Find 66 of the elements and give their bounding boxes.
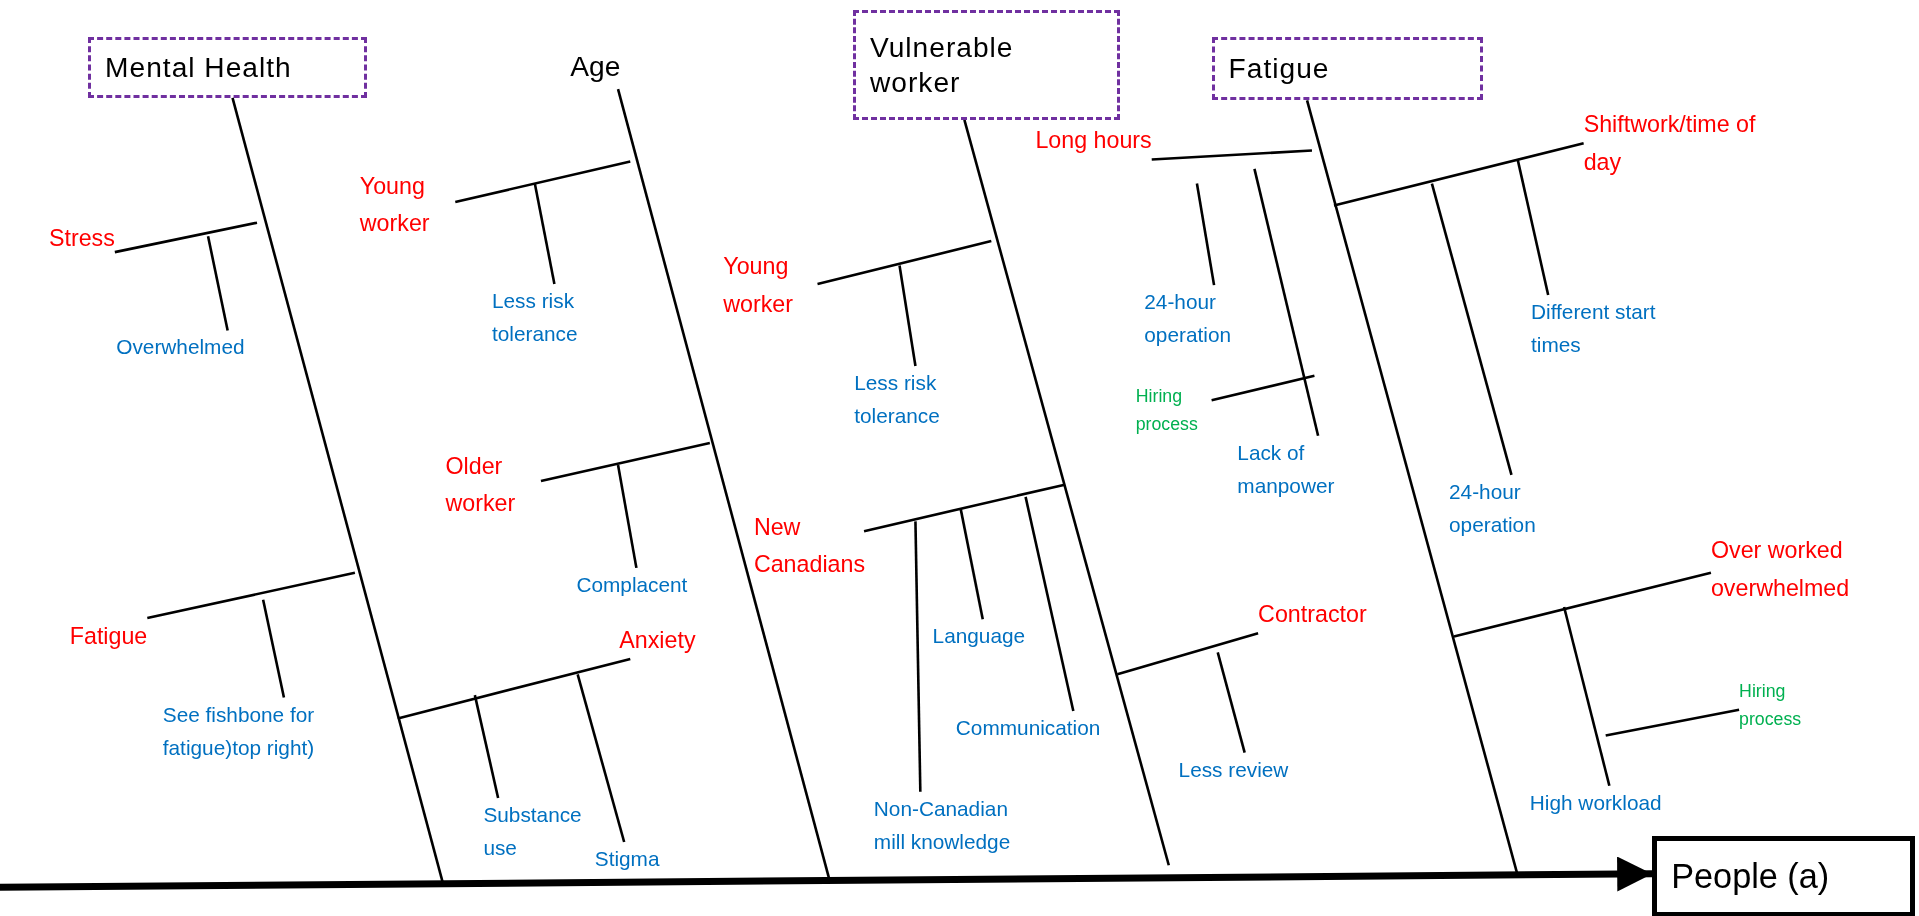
bone-line (1117, 631, 1259, 676)
sub-cause-label: Overwhelmed (116, 330, 245, 364)
sub-cause-label: Lack of manpower (1237, 435, 1360, 503)
cause-label: Long hours (1035, 122, 1152, 160)
effect-box: People (a) (1652, 835, 1916, 916)
sub-cause-label: Less review (1178, 752, 1289, 786)
bone-line (1216, 651, 1246, 753)
bone-line (454, 160, 631, 204)
cause-label: Stress (48, 220, 115, 258)
sub-cause-label: Stigma (594, 842, 660, 876)
bone-line (963, 119, 1171, 866)
sub-cause-label: Less risk tolerance (854, 365, 965, 433)
sub-cause-label: Language (932, 619, 1026, 653)
cause-label: New Canadians (753, 509, 877, 584)
bone-line (1211, 374, 1315, 402)
bone-line (1430, 183, 1513, 476)
category-box: Mental Health (88, 36, 368, 98)
bone-line (473, 694, 500, 799)
sub-cause-label: 24-hour operation (1449, 474, 1560, 542)
bone-line (914, 521, 922, 792)
note-label: Hiring process (1135, 381, 1212, 439)
cause-label: Anxiety (619, 621, 696, 659)
sub-cause-label: Substance use (483, 797, 594, 865)
bone-line (898, 265, 917, 367)
bone-line (1516, 158, 1550, 296)
bone-line (1453, 571, 1712, 638)
sub-cause-label: Complacent (576, 567, 688, 602)
bone-line (1195, 183, 1216, 286)
spine-arrow (0, 856, 1653, 892)
bone-line (147, 571, 356, 620)
cause-label: Over worked overwhelmed (1710, 532, 1895, 607)
bone-line (576, 674, 626, 843)
cause-label: Young worker (723, 248, 822, 323)
bone-line (817, 239, 992, 286)
bone-line (206, 235, 229, 331)
sub-cause-label: Non-Canadian mill knowledge (873, 791, 1033, 859)
sub-cause-label: 24-hour operation (1144, 285, 1255, 352)
bone-line (1024, 496, 1075, 712)
bone-line (1605, 708, 1740, 737)
category-label: Age (570, 44, 621, 90)
sub-cause-label: Communication (955, 711, 1101, 745)
sub-cause-label: High workload (1529, 785, 1662, 819)
cause-label: Older worker (445, 447, 544, 523)
bone-line (1562, 606, 1611, 787)
bone-line (959, 508, 985, 620)
bone-line (616, 464, 638, 569)
bone-line (863, 483, 1066, 533)
category-box: Vulnerable worker (853, 9, 1120, 120)
bone-line (397, 657, 631, 720)
bone-line (114, 221, 258, 254)
cause-label: Shiftwork/time of day (1583, 106, 1798, 181)
bone-line (1333, 141, 1584, 207)
bone-line (231, 97, 445, 884)
sub-cause-label: See fishbone for fatigue)top right) (162, 697, 335, 765)
sub-cause-label: Different start times (1531, 294, 1703, 362)
sub-cause-label: Less risk tolerance (492, 283, 603, 351)
bone-line (540, 441, 711, 483)
category-box: Fatigue (1211, 36, 1484, 101)
bone-line (533, 183, 556, 285)
cause-label: Fatigue (69, 618, 148, 656)
note-label: Hiring process (1739, 676, 1815, 734)
cause-label: Contractor (1258, 596, 1367, 634)
bone-line (1253, 168, 1320, 436)
bone-line (1151, 149, 1313, 161)
cause-label: Young worker (359, 167, 458, 243)
bone-line (261, 599, 286, 698)
